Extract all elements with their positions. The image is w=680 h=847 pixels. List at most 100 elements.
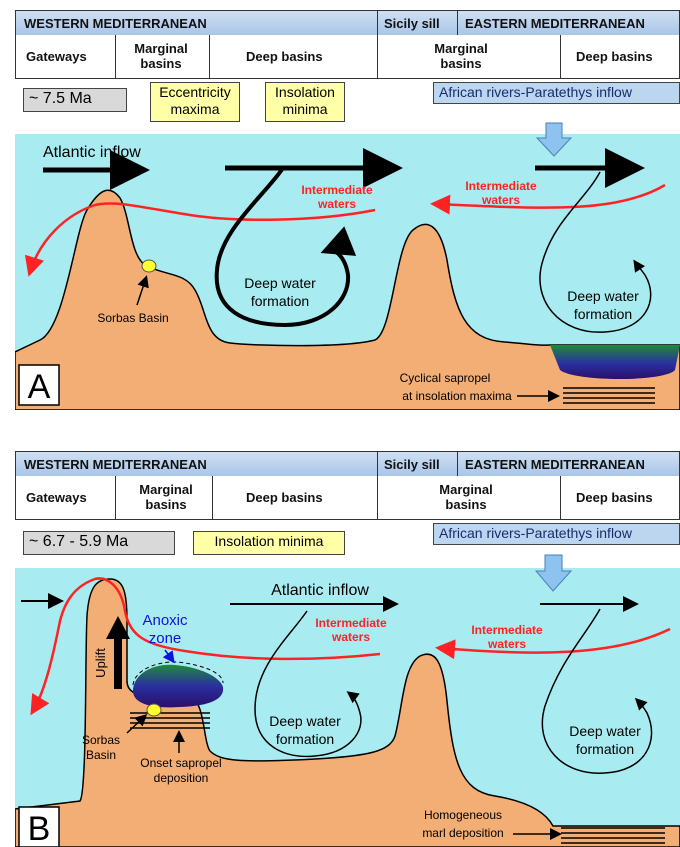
- deep-basins-east-label: Deep basins: [576, 49, 653, 64]
- waters-label-east: waters: [481, 193, 520, 207]
- intermediate-label-east: Intermediate: [471, 623, 543, 637]
- deep-basins-east-label: Deep basins: [576, 490, 653, 505]
- deep-water-loop-west: [214, 166, 357, 328]
- sicily-sill-label: Sicily sill: [384, 457, 440, 472]
- divider: [377, 476, 378, 520]
- waters-label-east: waters: [487, 637, 526, 651]
- anoxic-water-body: [133, 664, 224, 708]
- divider: [457, 11, 458, 37]
- scene-a: Atlantic inflow Intermediate waters Inte…: [15, 122, 680, 410]
- divider: [209, 35, 210, 79]
- deep-basins-west-label: Deep basins: [246, 49, 323, 64]
- formation-label-east: formation: [574, 306, 632, 322]
- atlantic-inflow-label: Atlantic inflow: [271, 582, 369, 599]
- onset-label-line1: Onset sapropel: [140, 756, 221, 770]
- age-label: ~ 6.7 - 5.9 Ma: [23, 531, 175, 555]
- divider: [377, 35, 378, 79]
- sorbas-label-line2: Basin: [86, 748, 116, 762]
- panel-letter: B: [28, 810, 51, 847]
- sorbas-basin-label: Sorbas Basin: [97, 311, 168, 325]
- scene-b: Atlantic inflow Uplift Anoxic zone Inter…: [15, 554, 680, 847]
- river-inflow-arrow: [534, 554, 573, 592]
- intermediate-waters-arrow-west: [30, 577, 381, 716]
- deep-water-loop-east: [541, 608, 653, 774]
- panel-a: WESTERN MEDITERRANEAN Sicily sill EASTER…: [15, 10, 680, 410]
- divider: [115, 35, 116, 79]
- sediment-lines: [130, 712, 665, 844]
- gateways-label: Gateways: [26, 490, 87, 505]
- eastern-med-label: EASTERN MEDITERRANEAN: [465, 457, 645, 472]
- intermediate-label-west: Intermediate: [301, 183, 373, 197]
- divider: [377, 11, 378, 37]
- deep-water-loop-west: [254, 610, 362, 758]
- deep-water-loop-east: [539, 171, 652, 333]
- sediment-lines: [563, 387, 655, 404]
- marl-label-line2: marl deposition: [422, 826, 503, 840]
- panel-letter-box: [18, 364, 60, 406]
- divider: [560, 35, 561, 79]
- uplift-label: Uplift: [93, 648, 108, 678]
- intermediate-waters-arrow-west: [24, 202, 376, 277]
- panel-letter-box: [18, 806, 60, 847]
- sorbas-pointer: [126, 713, 148, 734]
- anoxic-label-line2: zone: [149, 630, 182, 647]
- deep-basins-west-label: Deep basins: [246, 490, 323, 505]
- intermediate-waters-arrow-east: [430, 183, 666, 215]
- deep-water-label-east: Deep water: [569, 723, 641, 739]
- region-header: WESTERN MEDITERRANEAN Sicily sill EASTER…: [15, 10, 680, 37]
- rivers-inflow-label: African rivers-Paratethys inflow: [433, 523, 680, 545]
- river-inflow-arrow: [535, 122, 573, 157]
- waters-label-west: waters: [317, 197, 356, 211]
- western-med-label: WESTERN MEDITERRANEAN: [24, 457, 207, 472]
- formation-label-west: formation: [251, 293, 309, 309]
- sapropel-label-line2: at insolation maxima: [402, 389, 512, 403]
- anoxic-label-line1: Anoxic: [142, 612, 188, 629]
- gateways-label: Gateways: [26, 49, 87, 64]
- divider: [115, 476, 116, 520]
- divider: [560, 476, 561, 520]
- sorbas-basin-marker: [141, 259, 157, 273]
- sorbas-basin-marker: [146, 703, 162, 717]
- divider: [377, 452, 378, 478]
- region-header: WESTERN MEDITERRANEAN Sicily sill EASTER…: [15, 451, 680, 478]
- waters-label-west: waters: [331, 630, 370, 644]
- intermediate-label-east: Intermediate: [465, 179, 537, 193]
- marl-label-line1: Homogeneous: [424, 808, 502, 822]
- eastern-med-label: EASTERN MEDITERRANEAN: [465, 16, 645, 31]
- age-label: ~ 7.5 Ma: [23, 88, 127, 112]
- panel-b: WESTERN MEDITERRANEAN Sicily sill EASTER…: [15, 451, 680, 847]
- sapropel-label-line1: Cyclical sapropel: [400, 371, 491, 385]
- formation-label-west: formation: [276, 731, 334, 747]
- insolation-minima-tag: Insolation minima: [193, 531, 345, 555]
- sorbas-pointer: [136, 275, 149, 306]
- sicily-sill-label: Sicily sill: [384, 16, 440, 31]
- western-med-label: WESTERN MEDITERRANEAN: [24, 16, 207, 31]
- sorbas-label-line1: Sorbas: [82, 733, 120, 747]
- anoxic-zone-outline: [132, 661, 224, 686]
- divider: [212, 476, 213, 520]
- uplift-arrow: [106, 616, 130, 689]
- atlantic-inflow-label: Atlantic inflow: [43, 144, 141, 161]
- formation-label-east: formation: [576, 741, 634, 757]
- intermediate-waters-arrow-east: [435, 627, 671, 660]
- deep-water-label-west: Deep water: [244, 275, 316, 291]
- divider: [457, 452, 458, 478]
- deep-water-label-west: Deep water: [269, 713, 341, 729]
- rivers-inflow-label: African rivers-Paratethys inflow: [433, 82, 680, 104]
- anoxic-pointer: [162, 649, 175, 664]
- onset-label-line2: deposition: [154, 771, 209, 785]
- panel-letter: A: [28, 368, 51, 406]
- deep-water-label-east: Deep water: [567, 288, 639, 304]
- seafloor-land: [15, 189, 680, 410]
- intermediate-label-west: Intermediate: [315, 616, 387, 630]
- seafloor-land: [15, 578, 680, 847]
- sapropel-layer: [550, 345, 680, 379]
